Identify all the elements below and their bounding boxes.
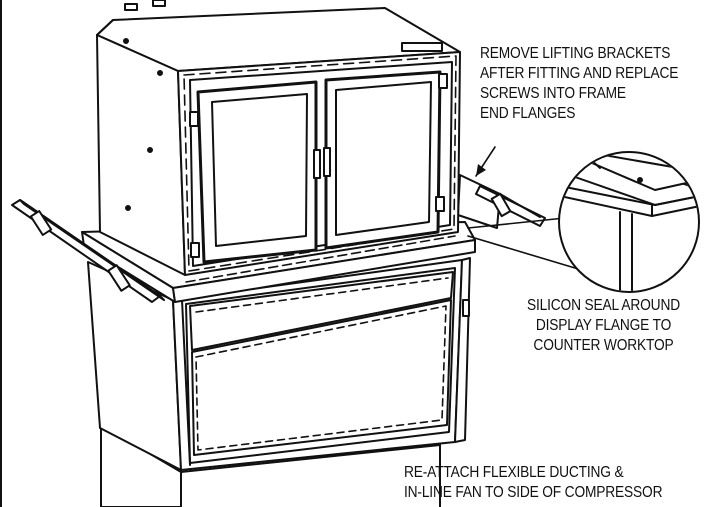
ducting-note: RE-ATTACH FLEXIBLE DUCTING & IN-LINE FAN… [404,463,663,503]
lifting-brackets-note: REMOVE LIFTING BRACKETS AFTER FITTING AN… [480,44,678,124]
lifting-brackets-note-line-3: SCREWS INTO FRAME [480,85,626,102]
ducting-note-line-2: IN-LINE FAN TO SIDE OF COMPRESSOR [404,484,663,501]
lifting-brackets-note-line-2: AFTER FITTING AND REPLACE [480,65,679,82]
lifting-brackets-note-line-1: REMOVE LIFTING BRACKETS [480,45,671,62]
silicon-seal-note-line-3: COUNTER WORKTOP [533,337,674,354]
silicon-seal-note-line-1: SILICON SEAL AROUND [527,297,680,314]
detail-magnifier [558,151,700,293]
display-cabinet [96,0,461,276]
lifting-brackets-note-line-4: END FLANGES [480,105,576,122]
right-lifting-bracket [457,174,546,229]
leader-lines [467,146,596,275]
counter-body [87,257,471,471]
silicon-seal-note-line-2: DISPLAY FLANGE TO [535,317,672,334]
silicon-seal-note: SILICON SEAL AROUND DISPLAY FLANGE TO CO… [527,296,680,356]
left-lifting-bracket [11,199,165,303]
ducting-note-line-1: RE-ATTACH FLEXIBLE DUCTING & [404,464,624,481]
